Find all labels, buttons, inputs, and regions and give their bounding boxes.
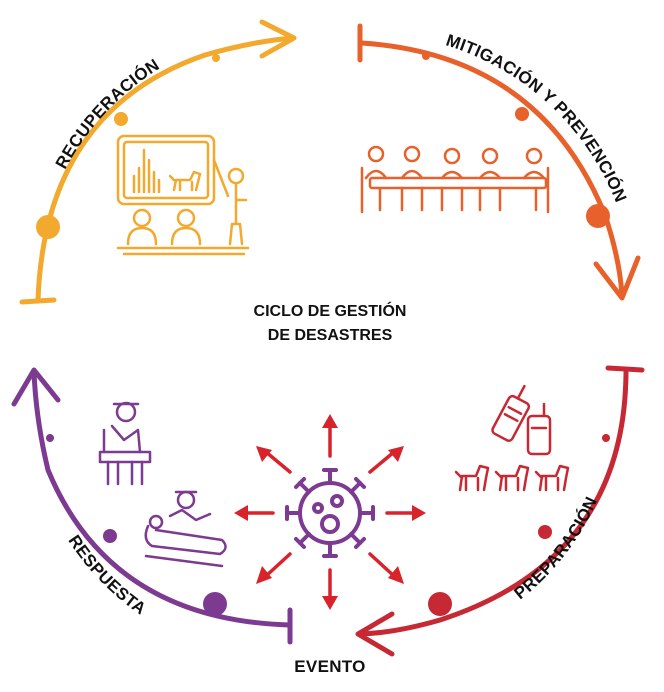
label-respuesta: RESPUESTA [65, 532, 150, 619]
preparacion-dot-large [428, 592, 452, 616]
mitigacion-arc [357, 23, 641, 301]
radio-dogs-icon [454, 384, 570, 492]
bar-chart-glyph [132, 148, 161, 194]
respuesta-arrowhead [11, 367, 61, 407]
preparacion-arc [355, 365, 645, 657]
label-recuperacion: RECUPERACIÓN [52, 55, 163, 172]
dog-row-glyph [454, 464, 570, 492]
preparacion-dot-mid [538, 525, 552, 539]
center-title-line1: CICLO DE GESTIÓN [254, 301, 407, 320]
recuperacion-arrowhead [259, 19, 297, 59]
mitigacion-dot-large [586, 204, 610, 228]
walkie-talkie-glyph [491, 384, 531, 442]
label-recuperacion-text: RECUPERACIÓN [52, 55, 163, 172]
respuesta-dot-large [203, 592, 227, 616]
radio-glyph [526, 402, 552, 456]
label-evento: EVENTO [294, 657, 365, 676]
virus-outbreak-icon [234, 414, 426, 610]
label-preparacion: PREPARACIÓN [511, 494, 601, 603]
outbreak-arrows [234, 414, 426, 610]
presentation-dog-training-icon [116, 134, 250, 256]
mitigacion-dot-small [422, 52, 430, 60]
recuperacion-bar-cap [19, 297, 57, 305]
recuperacion-dot-small [212, 54, 220, 62]
respuesta-arc [11, 367, 293, 645]
label-respuesta-text: RESPUESTA [65, 532, 150, 619]
label-preparacion-text: PREPARACIÓN [511, 494, 601, 603]
preparacion-dot-small [602, 434, 610, 442]
recuperacion-dot-large [36, 215, 60, 239]
respuesta-dot-small [46, 434, 54, 442]
mitigacion-arrowhead [593, 255, 641, 301]
mitigacion-dot-mid [515, 107, 529, 121]
preparacion-bar-cap [605, 365, 645, 373]
dog-glyph [168, 170, 202, 192]
center-title-line2: DE DESASTRES [268, 327, 393, 344]
virus-glyph [285, 468, 375, 558]
preparacion-arrowhead [355, 611, 395, 657]
respuesta-dot-mid [103, 529, 117, 543]
veterinary-care-icon [98, 401, 227, 568]
meeting-table-icon [360, 145, 550, 214]
recuperacion-dot-mid [114, 112, 128, 126]
